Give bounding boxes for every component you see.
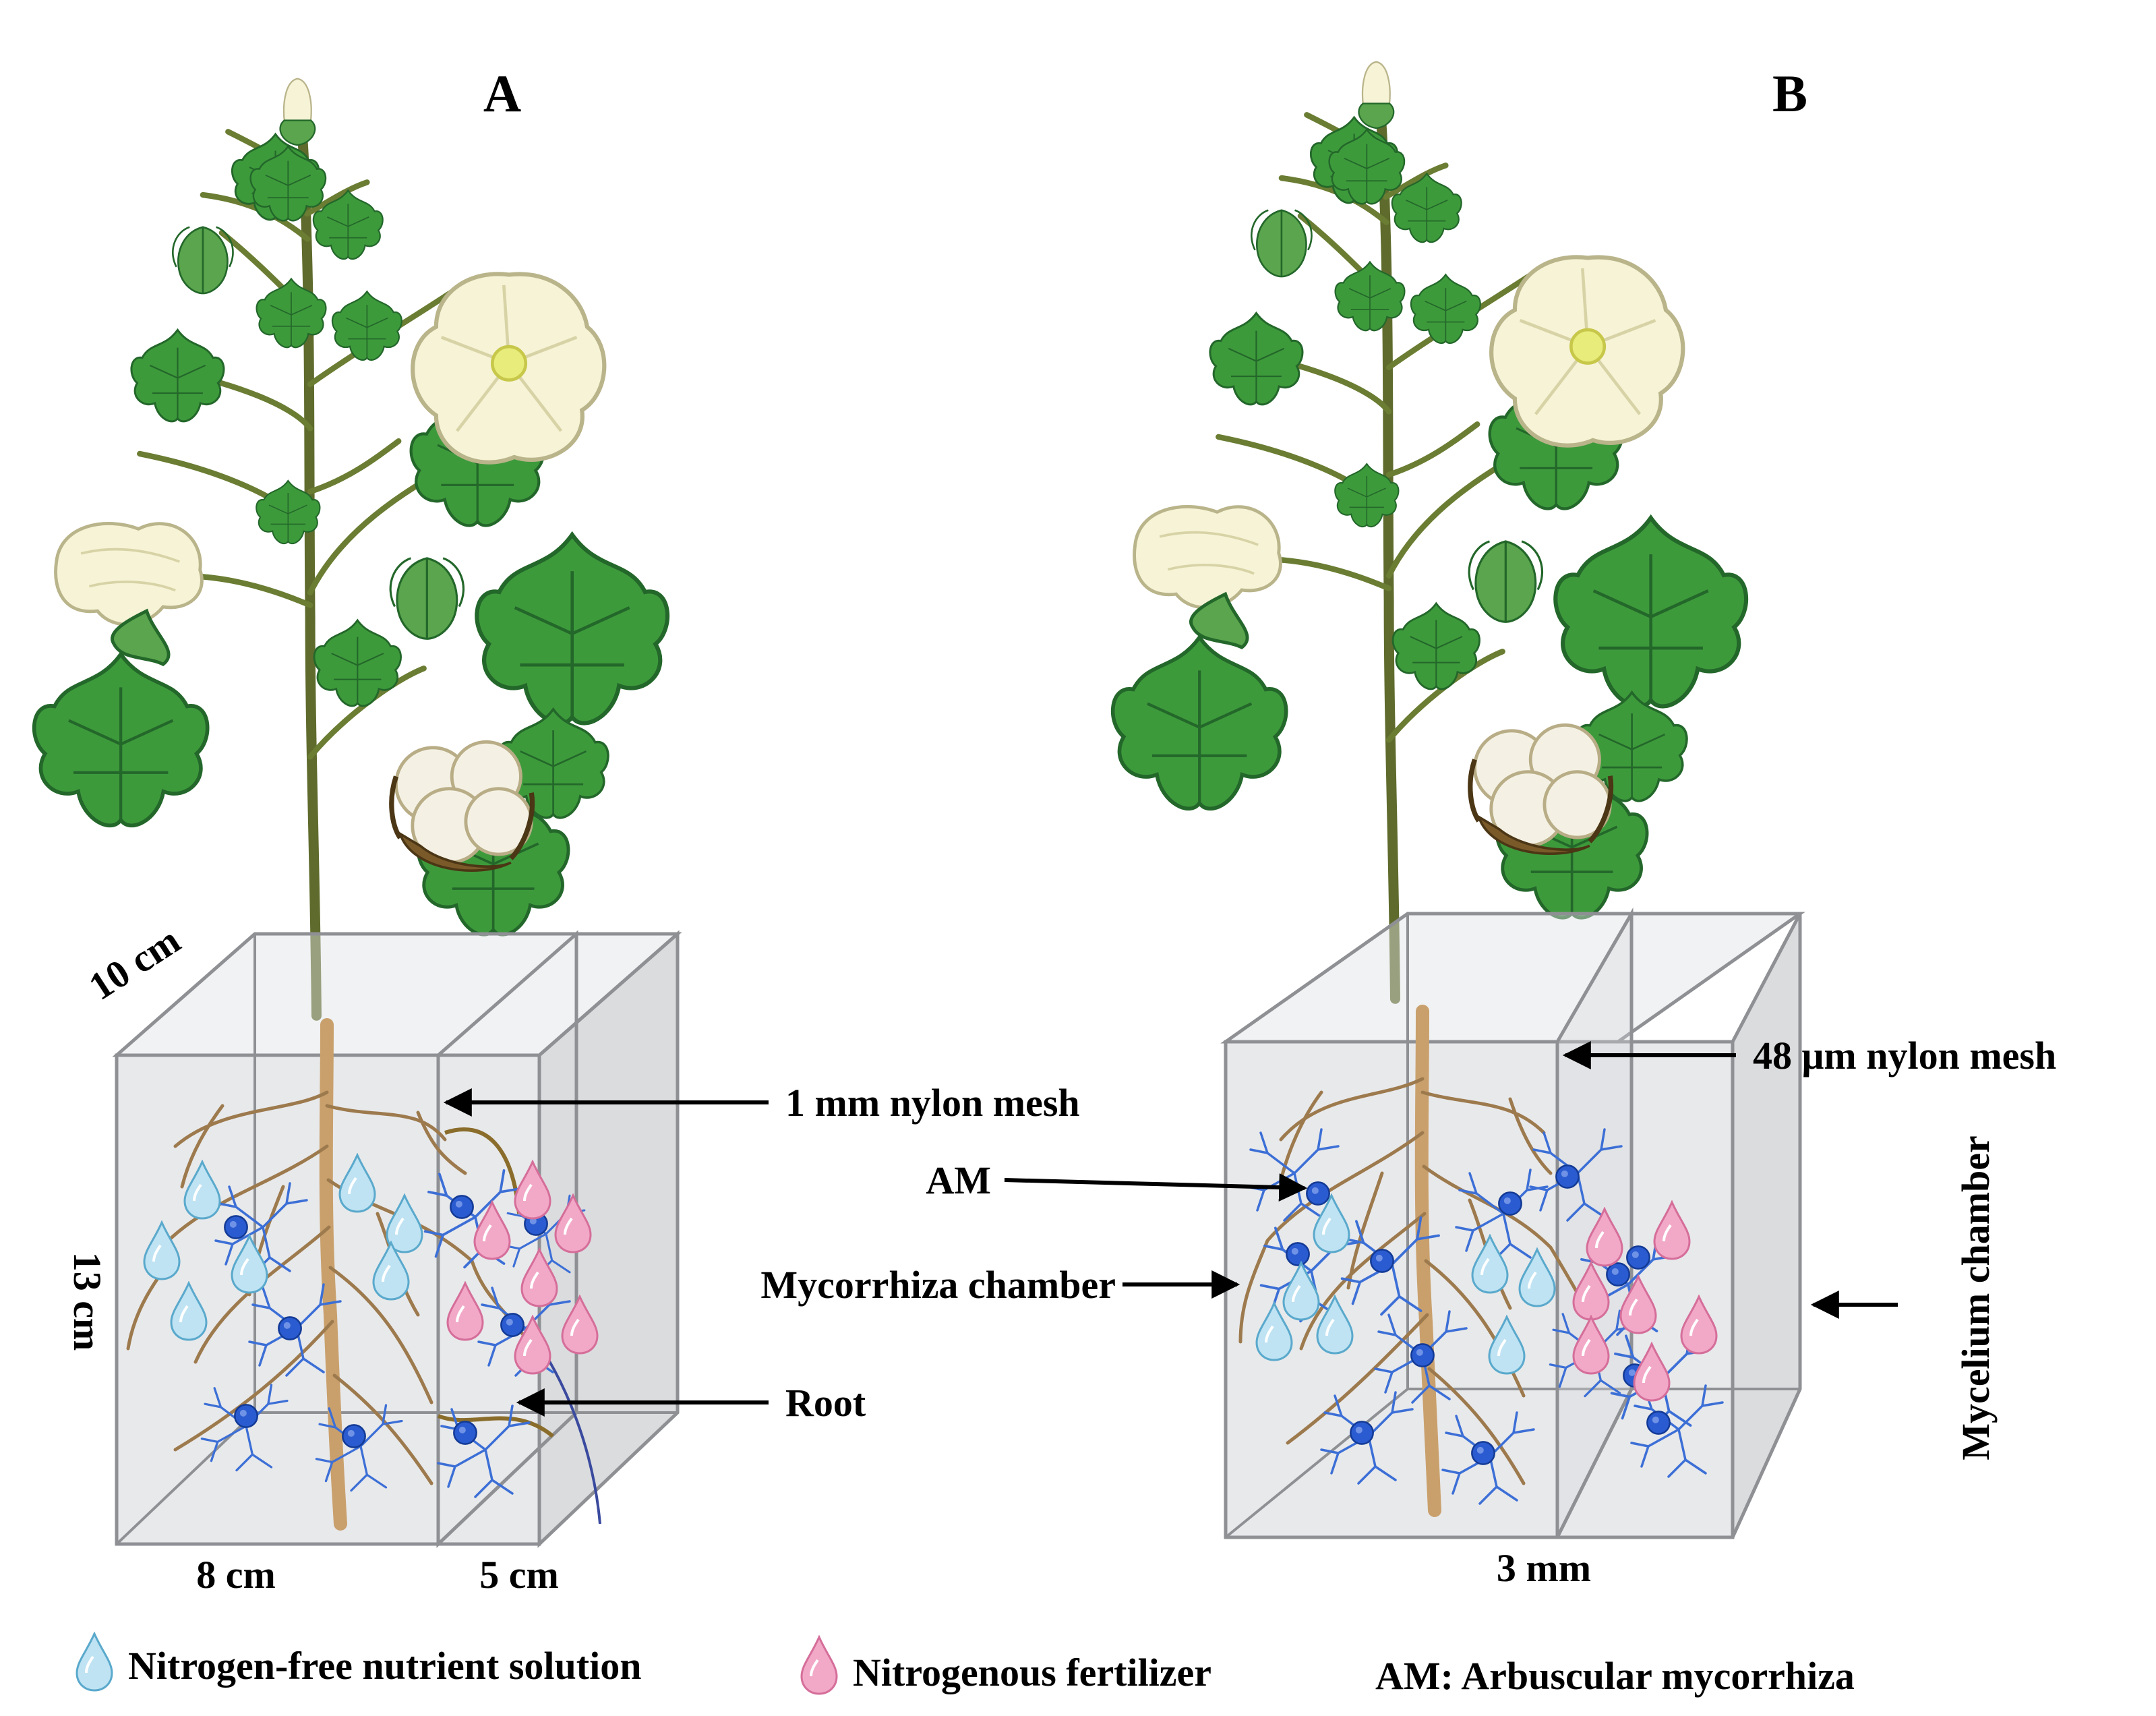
rhizobox-b — [1220, 907, 1805, 1539]
cotton-plant-a — [34, 79, 667, 1016]
mesh-label-b: 48 μm nylon mesh — [1753, 1034, 2056, 1077]
depth-dimension-a: 10 cm — [81, 918, 187, 1008]
legend-nutrient-solution: Nitrogen-free nutrient solution — [128, 1644, 641, 1688]
legend-fertilizer: Nitrogenous fertilizer — [853, 1651, 1211, 1694]
height-dimension-a: 13 cm — [65, 1252, 109, 1351]
am-arrow-b — [1004, 1173, 1308, 1202]
legend-am-definition: AM: Arbuscular mycorrhiza — [1375, 1654, 1855, 1698]
gap-dimension-b: 3 mm — [1497, 1546, 1591, 1590]
root-label-a: Root — [785, 1381, 866, 1425]
panel-b: B — [760, 62, 2056, 1590]
cotton-plant-b — [1113, 62, 1746, 999]
panel-b-title: B — [1772, 64, 1807, 123]
width-right-dimension-a: 5 cm — [479, 1553, 559, 1597]
legend: Nitrogen-free nutrient solution Nitrogen… — [76, 1632, 1855, 1698]
nutrient-drop-legend-icon — [76, 1632, 113, 1692]
panel-a: A — [34, 64, 1080, 1597]
fertilizer-drop-legend-icon — [800, 1636, 838, 1695]
mycorrhiza-chamber-label: Mycorrhiza chamber — [760, 1263, 1116, 1307]
panel-a-title: A — [483, 64, 521, 123]
mesh-label-a: 1 mm nylon mesh — [785, 1081, 1080, 1125]
width-left-dimension-a: 8 cm — [196, 1553, 276, 1597]
am-label-b: AM — [926, 1158, 991, 1202]
mycelium-chamber-label: Mycelium chamber — [1954, 1135, 1998, 1460]
